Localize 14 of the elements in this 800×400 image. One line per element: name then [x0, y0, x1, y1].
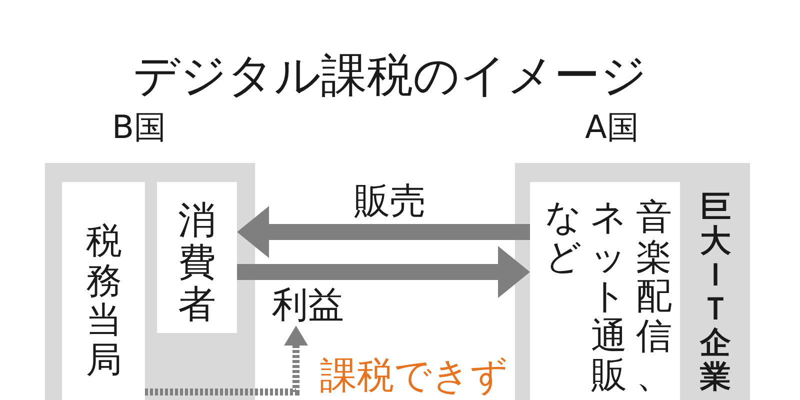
vertical-label: 巨大ＩＴ企業: [700, 190, 731, 395]
vertical-label: 音楽配信、ネット通販など: [546, 198, 672, 396]
country-heading: B国: [112, 110, 166, 146]
vertical-label: 消費者: [178, 200, 216, 326]
diagram-title: デジタル課税のイメージ: [133, 50, 647, 101]
entity-box: [157, 182, 237, 333]
entity-box: [530, 182, 680, 400]
arrow: [237, 206, 530, 258]
arrow: [237, 246, 530, 298]
dashed-arrow: [145, 326, 308, 396]
vertical-label: 税務当局: [86, 222, 122, 380]
entity-box: [62, 182, 145, 400]
text-label: 利益: [272, 286, 344, 326]
country-heading: A国: [585, 110, 639, 146]
